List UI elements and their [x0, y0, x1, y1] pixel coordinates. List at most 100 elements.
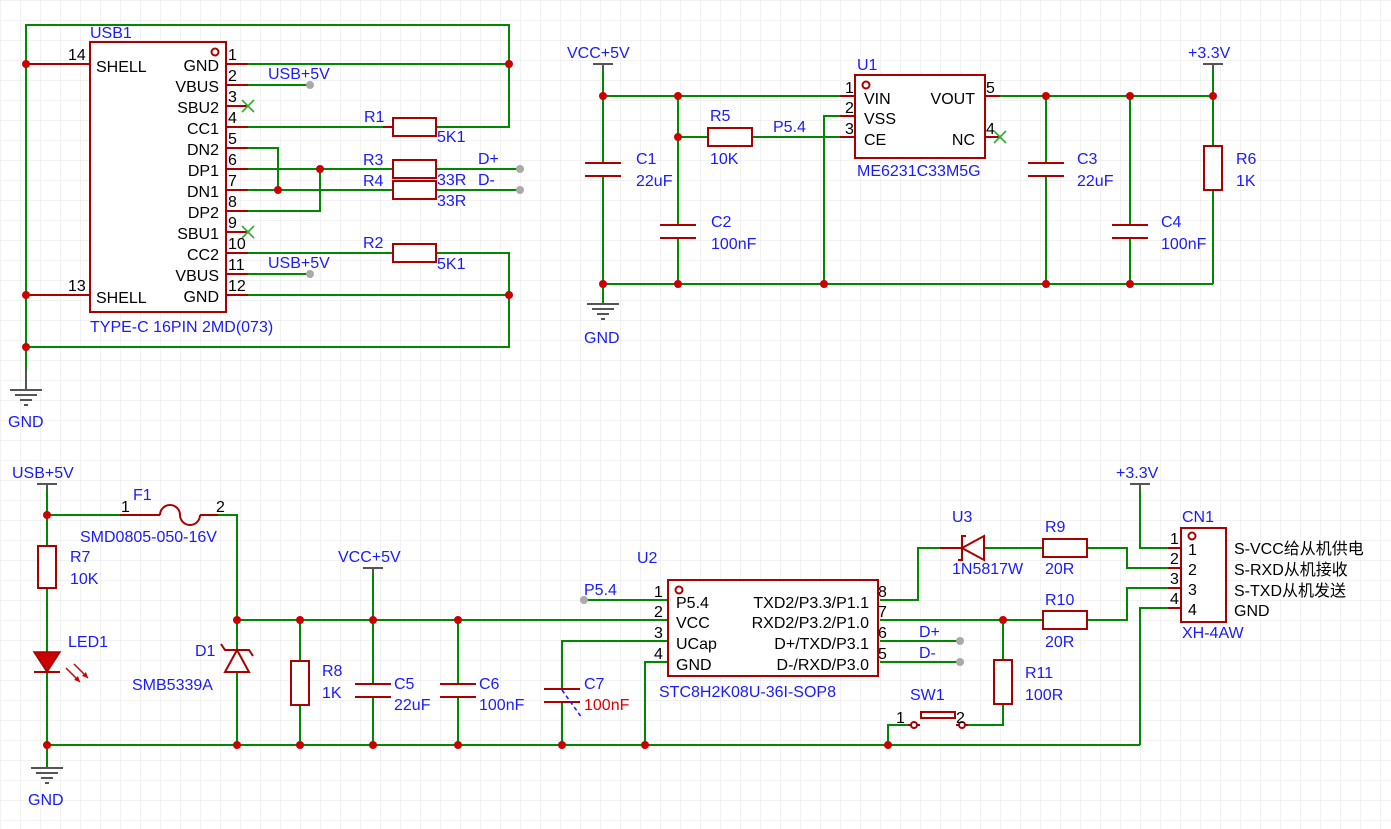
cn1-pin3-num: 3	[1188, 582, 1197, 599]
u2-pin1-num: 1	[654, 584, 663, 601]
ldo-junctions	[599, 92, 1217, 288]
u3-diode[interactable]: U3 1N5817W	[940, 509, 1024, 578]
usb1-symbol[interactable]: USB1 TYPE-C 16PIN 2MD(073) 14 SHELL 13 S…	[26, 25, 273, 336]
d1-diode[interactable]: D1 SMB5339A	[132, 643, 254, 694]
r10-ref: R10	[1045, 592, 1074, 609]
usb1-pin3-name: SBU2	[177, 100, 219, 117]
usb1-pin8-name: DP2	[188, 205, 219, 222]
cn1-connector[interactable]: CN1 XH-4AW 1 1 2 2 3 3 4 4	[1168, 509, 1245, 642]
r6-resistor[interactable]: R6 1K	[1203, 145, 1257, 191]
c6-capacitor[interactable]: C6 100nF	[440, 676, 525, 714]
usb1-pin14-num: 14	[68, 47, 86, 64]
gnd-symbol-ldo: GND	[584, 303, 620, 347]
c2-capacitor[interactable]: C2 100nF	[660, 214, 757, 253]
usb1-pin3-num: 3	[228, 89, 237, 106]
usb1-pin6-name: DP1	[188, 163, 219, 180]
f1-ref: F1	[133, 487, 152, 504]
cn1-pin3-num-outer: 3	[1170, 571, 1179, 588]
u2-pin3-name: UCap	[676, 636, 717, 653]
gnd-symbol-bottom: GND	[28, 767, 64, 809]
r3-resistor[interactable]: R3 33R	[363, 152, 466, 189]
r7-value: 10K	[70, 571, 99, 588]
r5-resistor[interactable]: R5 10K	[707, 108, 753, 168]
c4-value: 100nF	[1161, 236, 1207, 253]
u2-pin8-name: TXD2/P3.3/P1.1	[753, 595, 869, 612]
c3-ref: C3	[1077, 151, 1098, 168]
led1-led[interactable]: LED1	[32, 634, 108, 683]
r10-value: 20R	[1045, 634, 1074, 651]
r9-resistor[interactable]: R9 20R	[1042, 519, 1088, 578]
r5-value: 10K	[710, 151, 739, 168]
usb1-pin13-name: SHELL	[96, 290, 147, 307]
usb1-pin12-num: 12	[228, 278, 246, 295]
r10-resistor[interactable]: R10 20R	[1042, 592, 1088, 651]
c1-ref: C1	[636, 151, 657, 168]
u1-ldo-ic[interactable]: U1 ME6231C33M5G 1 VIN 2 VSS 3 CE 5 VOUT …	[840, 57, 1007, 180]
gnd-label-ldo: GND	[584, 330, 620, 347]
cn1-pin4-num: 4	[1188, 602, 1197, 619]
u1-pin3-name: CE	[864, 132, 886, 149]
u1-pin3-num: 3	[845, 121, 854, 138]
u1-value: ME6231C33M5G	[857, 163, 981, 180]
r8-resistor[interactable]: R8 1K	[290, 660, 343, 706]
usb1-pin8-num: 8	[228, 194, 237, 211]
r9-value: 20R	[1045, 561, 1074, 578]
r1-value: 5K1	[437, 129, 466, 146]
vcc5v-label-ldo: VCC+5V	[567, 45, 630, 62]
r7-resistor[interactable]: R7 10K	[37, 545, 99, 589]
sw1-switch[interactable]: SW1 1 2	[896, 687, 968, 729]
v33-label-bottom: +3.3V	[1116, 465, 1159, 482]
usb5v-label-bottom: USB+5V	[12, 465, 74, 482]
cn1-pin2-num-outer: 2	[1170, 551, 1179, 568]
sw1-pin2-num: 2	[956, 710, 965, 727]
c5-ref: C5	[394, 676, 415, 693]
c3-capacitor[interactable]: C3 22uF	[1028, 151, 1114, 190]
r3-ref: R3	[363, 152, 384, 169]
f1-fuse[interactable]: F1 1 2 SMD0805-050-16V	[80, 487, 225, 546]
r1-ref: R1	[364, 109, 385, 126]
c2-value: 100nF	[711, 236, 757, 253]
net-label-usb5v-1: USB+5V	[268, 66, 330, 83]
cn1-ref: CN1	[1182, 509, 1214, 526]
r6-value: 1K	[1236, 173, 1256, 190]
usb1-pin9-num: 9	[228, 215, 237, 232]
c6-value: 100nF	[479, 697, 525, 714]
r9-ref: R9	[1045, 519, 1066, 536]
v33-flag-ldo: +3.3V	[1188, 45, 1231, 70]
u1-pin1-name: VIN	[864, 91, 891, 108]
r2-value: 5K1	[437, 256, 466, 273]
u2-pin6-num: 6	[878, 625, 887, 642]
r2-resistor[interactable]: R2 5K1	[363, 235, 466, 273]
usb1-pin1-name: GND	[183, 58, 219, 75]
u1-pin4-name: NC	[952, 132, 975, 149]
r1-resistor[interactable]: R1 5K1	[364, 109, 466, 146]
u2-mcu-ic[interactable]: U2 STC8H2K08U-36I-SOP8 1 P5.4 2 VCC 3 UC…	[637, 550, 887, 701]
r2-ref: R2	[363, 235, 384, 252]
c7-capacitor[interactable]: C7 100nF	[544, 676, 630, 719]
usb1-pin6-num: 6	[228, 152, 237, 169]
u2-pin6-name: D+/TXD/P3.1	[774, 636, 869, 653]
u1-ref: U1	[857, 57, 878, 74]
usb1-pin2-num: 2	[228, 68, 237, 85]
u1-pin5-num: 5	[986, 80, 995, 97]
r4-resistor[interactable]: R4 33R	[363, 173, 466, 210]
u2-pin1-name: P5.4	[676, 595, 709, 612]
cn1-value: XH-4AW	[1182, 625, 1245, 642]
r8-ref: R8	[322, 663, 343, 680]
r8-value: 1K	[322, 685, 342, 702]
sw1-ref: SW1	[910, 687, 945, 704]
cn1-label-gnd: GND	[1234, 603, 1270, 620]
c5-value: 22uF	[394, 697, 431, 714]
cn1-pin2-num: 2	[1188, 562, 1197, 579]
r11-resistor[interactable]: R11 100R	[993, 659, 1063, 705]
c5-capacitor[interactable]: C5 22uF	[355, 676, 431, 714]
sw1-pin1-num: 1	[896, 710, 905, 727]
usb1-pin10-num: 10	[228, 236, 246, 253]
f1-pin1-num: 1	[121, 499, 130, 516]
u1-pin2-num: 2	[845, 100, 854, 117]
d1-ref: D1	[195, 643, 216, 660]
c4-capacitor[interactable]: C4 100nF	[1112, 214, 1207, 253]
c1-capacitor[interactable]: C1 22uF	[585, 151, 673, 190]
usb1-ref: USB1	[90, 25, 132, 42]
